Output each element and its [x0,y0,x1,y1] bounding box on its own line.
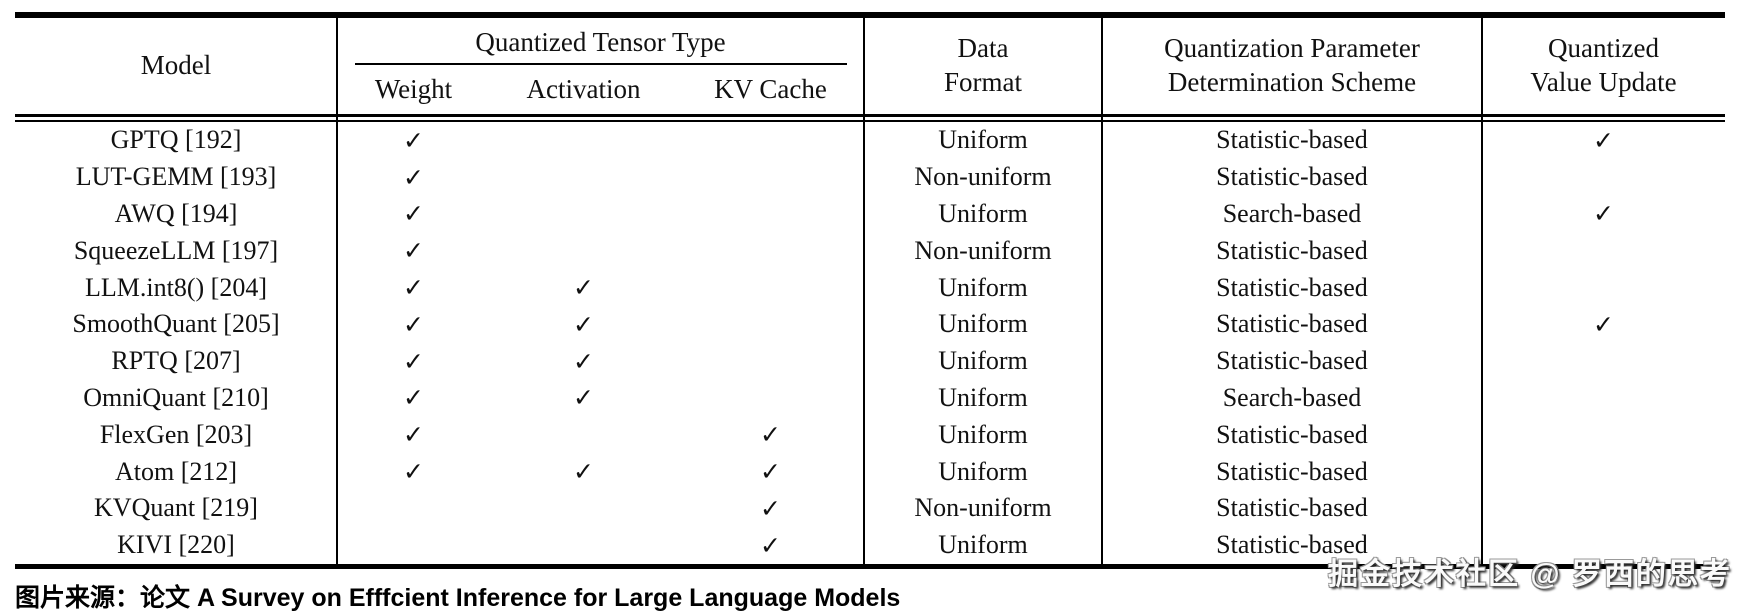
scheme-line2: Determination Scheme [1167,67,1417,97]
table-row: RPTQ [207] ✓ ✓ Uniform Statistic-based [15,343,1725,380]
weight-check-cell: ✓ [403,162,424,192]
scheme-cell: Search-based [1222,382,1362,412]
column-header-data-format: Data Format [864,18,1102,114]
weight-check-cell: ✓ [403,309,424,339]
weight-check-cell: ✓ [403,273,424,303]
table-body: GPTQ [192] ✓ Uniform Statistic-based ✓ L… [15,122,1725,564]
weight-check-cell: ✓ [403,199,424,229]
scheme-cell: Statistic-based [1216,272,1368,302]
table-row: SmoothQuant [205] ✓ ✓ Uniform Statistic-… [15,306,1725,343]
value-update-line2: Value Update [1530,67,1677,97]
model-cell: SqueezeLLM [197] [73,235,279,265]
activation-check-cell: ✓ [573,383,594,413]
model-cell: Atom [212] [114,456,238,486]
column-group-quantized-tensor-type: Quantized Tensor Type Weight Activation … [337,18,864,114]
data-format-line1: Data [957,33,1009,64]
data-format-cell: Uniform [938,382,1028,412]
header-separator-double-rule [15,114,1725,122]
tensor-group-underline [354,63,847,65]
model-cell: GPTQ [192] [110,125,242,155]
data-format-cell: Uniform [938,456,1028,486]
quantization-table: Model Quantized Tensor Type Weight Activ… [15,12,1725,569]
data-format-cell: Uniform [938,309,1028,339]
divider-model-tensor [336,18,338,564]
scheme-cell: Statistic-based [1216,162,1368,192]
scheme-cell: Statistic-based [1216,125,1368,155]
scheme-cell: Search-based [1222,198,1362,228]
column-header-weight: Weight [374,74,453,104]
weight-check-cell: ✓ [403,420,424,450]
tensor-group-title: Quantized Tensor Type [475,27,726,57]
data-format-cell: Non-uniform [914,162,1052,192]
weight-check-cell: ✓ [403,346,424,376]
kv-cache-check-cell: ✓ [760,420,781,450]
column-header-model: Model [140,50,212,81]
scheme-cell: Statistic-based [1216,419,1368,449]
watermark-text: 掘金技术社区 @ 罗西的思考 [1328,558,1732,591]
scheme-cell: Statistic-based [1216,456,1368,486]
model-cell: AWQ [194] [114,198,238,228]
activation-check-cell: ✓ [573,457,594,487]
data-format-cell: Non-uniform [914,493,1052,523]
kv-cache-check-cell: ✓ [760,530,781,560]
weight-check-cell: ✓ [403,125,424,155]
model-cell: KVQuant [219] [94,493,258,523]
divider-format-scheme [1101,18,1103,564]
scheme-cell: Statistic-based [1216,309,1368,339]
column-header-activation: Activation [526,74,641,104]
table-top-border [15,12,1725,18]
data-format-cell: Uniform [938,530,1028,560]
activation-check-cell: ✓ [573,346,594,376]
column-header-value-update: Quantized Value Update [1482,18,1725,114]
model-cell: LLM.int8() [204] [85,272,267,302]
scheme-cell: Statistic-based [1216,235,1368,265]
weight-check-cell: ✓ [403,236,424,266]
value-update-check-cell: ✓ [1593,125,1614,155]
table-row: LLM.int8() [204] ✓ ✓ Uniform Statistic-b… [15,269,1725,306]
kv-cache-check-cell: ✓ [760,457,781,487]
model-cell: LUT-GEMM [193] [75,162,277,192]
table-row: KVQuant [219] ✓ Non-uniform Statistic-ba… [15,490,1725,527]
model-cell: SmoothQuant [205] [72,309,280,339]
data-format-cell: Uniform [938,419,1028,449]
weight-check-cell: ✓ [403,457,424,487]
table-row: SqueezeLLM [197] ✓ Non-uniform Statistic… [15,232,1725,269]
scheme-cell: Statistic-based [1216,346,1368,376]
table-row: LUT-GEMM [193] ✓ Non-uniform Statistic-b… [15,159,1725,196]
table-row: Atom [212] ✓ ✓ ✓ Uniform Statistic-based [15,453,1725,490]
table-row: AWQ [194] ✓ Uniform Search-based ✓ [15,196,1725,233]
activation-check-cell: ✓ [573,273,594,303]
divider-tensor-format [863,18,865,564]
model-cell: OmniQuant [210] [83,382,269,412]
image-source-caption: 图片来源：论文 A Survey on Efffcient Inference … [15,584,901,612]
scheme-line1: Quantization Parameter [1164,33,1420,64]
data-format-cell: Non-uniform [914,235,1052,265]
model-cell: KIVI [220] [117,530,235,560]
model-cell: RPTQ [207] [111,346,241,376]
table-row: OmniQuant [210] ✓ ✓ Uniform Search-based [15,380,1725,417]
column-header-scheme: Quantization Parameter Determination Sch… [1102,18,1482,114]
data-format-line2: Format [944,67,1022,97]
table-header: Model Quantized Tensor Type Weight Activ… [15,18,1725,114]
tensor-subcolumns: Weight Activation KV Cache [337,65,864,114]
scheme-cell: Statistic-based [1216,530,1368,560]
divider-scheme-update [1481,18,1483,564]
table-row: FlexGen [203] ✓ ✓ Uniform Statistic-base… [15,416,1725,453]
value-update-check-cell: ✓ [1593,309,1614,339]
table-row: GPTQ [192] ✓ Uniform Statistic-based ✓ [15,122,1725,159]
value-update-line1: Quantized [1548,33,1659,64]
table-bottom-border [15,563,1725,569]
column-header-kv-cache: KV Cache [714,74,827,104]
weight-check-cell: ✓ [403,383,424,413]
kv-cache-check-cell: ✓ [760,493,781,523]
model-cell: FlexGen [203] [99,419,253,449]
data-format-cell: Uniform [938,198,1028,228]
data-format-cell: Uniform [938,346,1028,376]
value-update-check-cell: ✓ [1593,199,1614,229]
scheme-cell: Statistic-based [1216,493,1368,523]
data-format-cell: Uniform [938,125,1028,155]
table-row: KIVI [220] ✓ Uniform Statistic-based [15,527,1725,564]
data-format-cell: Uniform [938,272,1028,302]
activation-check-cell: ✓ [573,309,594,339]
